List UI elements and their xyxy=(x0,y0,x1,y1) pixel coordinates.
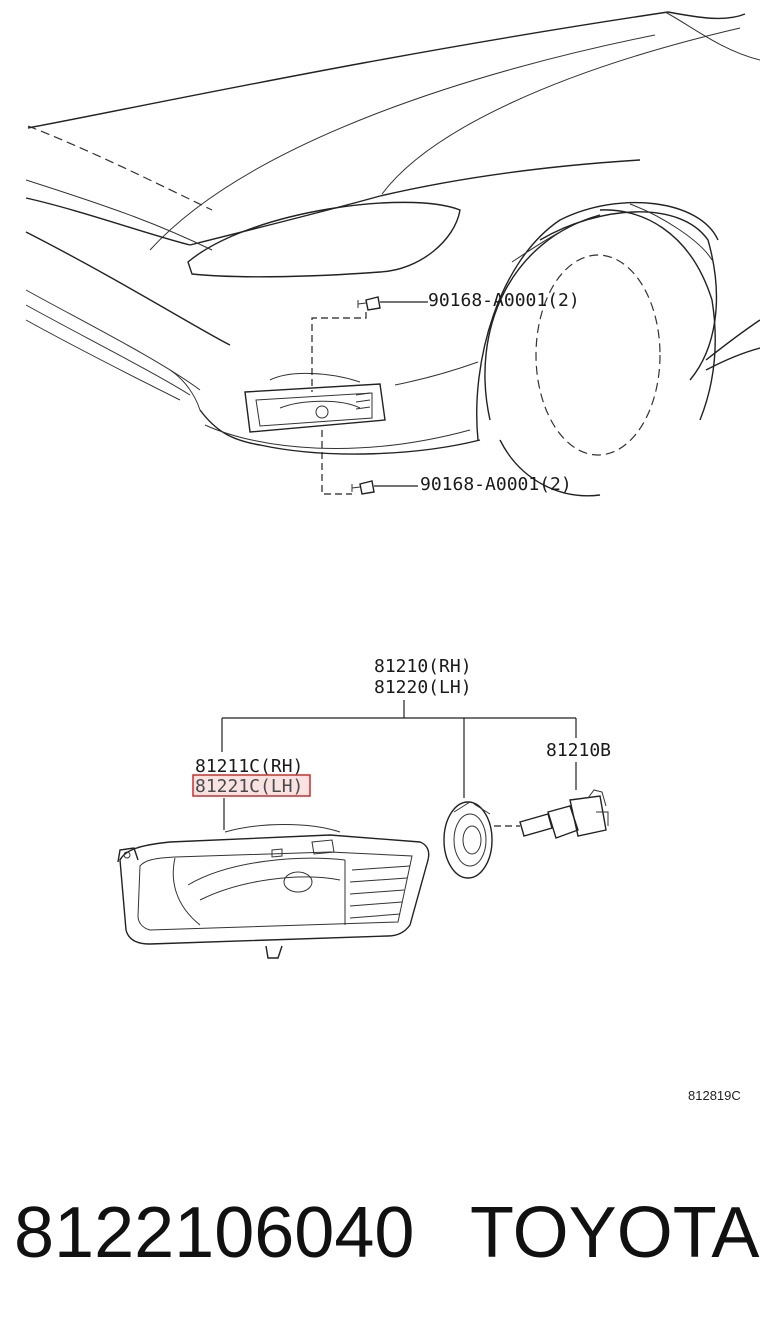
callout-assy-rh[interactable]: 81210(RH) xyxy=(374,656,472,677)
callout-screw-bottom: 90168-A0001(2) xyxy=(420,474,572,495)
screw-bottom-icon xyxy=(351,480,375,495)
fog-lamp-unit-illustration xyxy=(117,824,430,959)
callout-screw-top: 90168-A0001(2) xyxy=(428,290,580,311)
figure-id: 812819C xyxy=(688,1088,741,1103)
part-number: 8122106040 xyxy=(14,1193,415,1273)
screw-top-icon xyxy=(357,296,381,311)
bulb-icon xyxy=(494,789,609,839)
brand-name: TOYOTA xyxy=(470,1193,760,1273)
selected-callout-highlight xyxy=(192,774,311,797)
callout-bulb[interactable]: 81210B xyxy=(546,740,611,761)
callout-unit-lh[interactable]: 81221C(LH) xyxy=(195,776,303,797)
car-front-illustration xyxy=(25,11,760,497)
callout-unit-rh[interactable]: 81211C(RH) xyxy=(195,756,303,777)
callout-assy-lh[interactable]: 81220(LH) xyxy=(374,677,472,698)
socket-ring-illustration xyxy=(443,801,493,879)
